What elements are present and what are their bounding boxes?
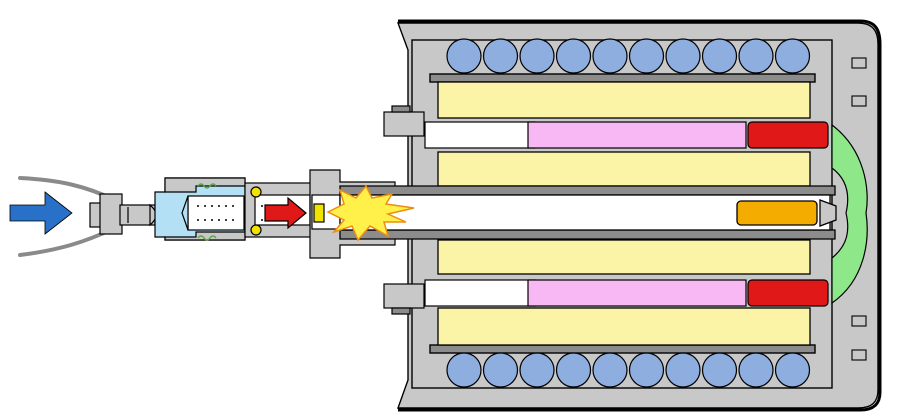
upper-row-ball bbox=[628, 38, 665, 74]
rod-channels bbox=[424, 121, 829, 307]
central-bore bbox=[339, 185, 837, 240]
upper-inner-charge bbox=[437, 151, 811, 187]
left-flange-tabs bbox=[383, 105, 425, 315]
green-diaphragm bbox=[831, 123, 868, 305]
igniter-assembly bbox=[244, 182, 316, 238]
valve-springs bbox=[197, 183, 217, 241]
lower-row-ball bbox=[555, 352, 592, 388]
lower-row-ball bbox=[592, 352, 628, 388]
lower-ball-row bbox=[446, 352, 811, 388]
lower-inner-charge bbox=[437, 239, 811, 275]
lower-row-ball bbox=[738, 352, 774, 388]
orange-pellet bbox=[736, 200, 818, 226]
inlet-fitting bbox=[89, 193, 157, 235]
upper-row-ball bbox=[592, 38, 628, 74]
upper-liner bbox=[527, 121, 747, 149]
lower-liner bbox=[527, 279, 747, 307]
lower-row-ball bbox=[774, 352, 811, 388]
upper-row-ball bbox=[738, 38, 774, 74]
upper-outer-charge bbox=[437, 81, 811, 119]
upper-row-ball bbox=[774, 38, 811, 74]
upper-ball-row bbox=[446, 38, 811, 74]
upper-red-plug bbox=[747, 121, 829, 149]
lower-row-ball bbox=[446, 352, 482, 388]
propellant-charges bbox=[437, 81, 811, 346]
lower-row-ball bbox=[519, 352, 555, 388]
lower-row-ball bbox=[482, 352, 519, 388]
upper-row-ball bbox=[665, 38, 701, 74]
right-bolts bbox=[851, 57, 867, 361]
upper-row-ball bbox=[555, 38, 592, 74]
input-flow-arrow bbox=[9, 191, 73, 235]
inlet-valve-body bbox=[154, 177, 246, 241]
lower-red-plug bbox=[747, 279, 829, 307]
valve-dot-pattern bbox=[197, 205, 234, 221]
lower-row-ball bbox=[628, 352, 665, 388]
upper-row-ball bbox=[519, 38, 555, 74]
upper-row-ball bbox=[446, 38, 482, 74]
lower-row-ball bbox=[665, 352, 701, 388]
lower-outer-charge bbox=[437, 307, 811, 346]
ignition-flame bbox=[326, 184, 415, 242]
upper-row-ball bbox=[482, 38, 519, 74]
striker-pin bbox=[264, 196, 307, 230]
lower-row-ball bbox=[701, 352, 738, 388]
upper-row-ball bbox=[701, 38, 738, 74]
